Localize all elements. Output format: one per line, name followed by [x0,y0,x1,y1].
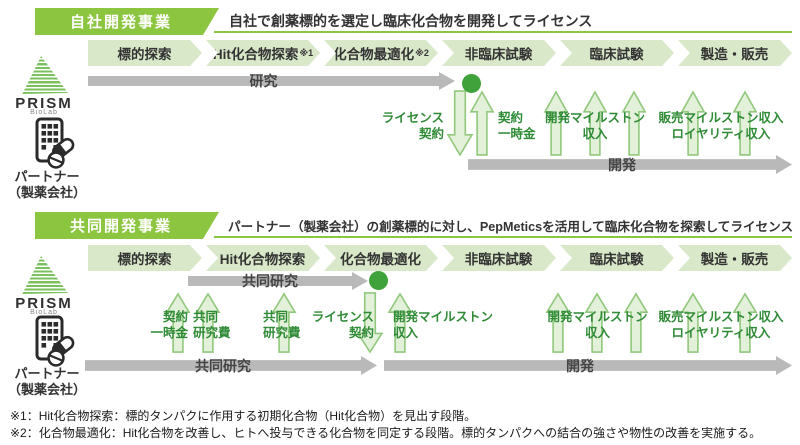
dev-milestone-up-arrow-icon [546,293,570,353]
upfront-payment-label: 契約 一時金 [498,111,536,141]
prism-logo-icon [22,256,68,294]
sales-milestone-up-arrow-icon [733,91,757,156]
dev-milestone-label: 開発マイルストン 収入 [393,310,494,340]
gray-arrow-shape [468,155,792,174]
gray-arrow-shape [384,356,792,375]
stage-target-discovery: 標的探索 [88,245,202,271]
joint-research-fee-label: 共同 研究費 [193,310,231,340]
section2-description: パートナー（製薬会社）の創薬標的に対し、PepMeticsを活用して臨床化合物を… [228,220,794,234]
partner-building-icon [35,315,75,367]
prism-logo-text: PRISM [15,295,73,312]
stage-target-discovery: 標的探索 [88,40,202,66]
development-phase-label: 開発 [566,357,594,374]
prism-logo-text: PRISM [15,95,73,112]
stage-preclinical: 非臨床試験 [442,40,556,66]
partner-building-icon [35,117,75,169]
joint-research-top-arrow: 共同研究 [188,272,368,290]
license-contract-label: ライセンス 契約 [381,111,444,141]
dev-milestone-label: 開発マイルストン 収入 [544,111,645,141]
section1-badge: 自社開発事業 [35,8,219,35]
research-phase-arrow: 研究 [88,72,455,90]
stage-hit-discovery: Hit化合物探索※1 [206,40,320,66]
license-point-dot [369,271,388,290]
joint-research-top-label: 共同研究 [242,273,298,289]
stage-hit-discovery: Hit化合物探索 [206,245,320,271]
development-phase-arrow: 開発 [468,155,792,174]
joint-research-fee-label: 共同 研究費 [263,310,301,340]
stage-compound-optimization: 化合物最適化 [324,245,438,271]
section1-description: 自社で創薬標的を選定し臨床化合物を開発してライセンス [229,13,593,29]
prism-logo-icon [22,56,68,94]
section2-pipeline-ribbon: 標的探索 Hit化合物探索 化合物最適化 非臨床試験 臨床試験 製造・販売 [88,245,792,271]
prism-logo-subtext: BioLab [30,109,58,116]
upfront-payment-label: 契約 一時金 [150,310,188,340]
license-point-dot [462,74,481,93]
sales-milestone-label: 販売マイルストン収入 ロイヤリティ収入 [658,310,784,340]
development-phase-label: 開発 [608,156,636,173]
footnote-1: ※1：Hit化合物探索：標的タンパクに作用する初期化合物（Hit化合物）を見出す… [10,409,477,423]
section1-pipeline-ribbon: 標的探索 Hit化合物探索※1 化合物最適化※2 非臨床試験 臨床試験 製造・販… [88,40,792,66]
sales-milestone-up-arrow-icon [681,293,705,353]
stage-clinical: 臨床試験 [560,245,674,271]
dev-milestone-up-arrow-icon [388,293,412,353]
dev-milestone-up-arrow-icon [583,91,607,156]
stage-clinical: 臨床試験 [560,40,674,66]
research-phase-label: 研究 [249,73,278,89]
gray-arrow-shape [88,72,455,90]
dev-milestone-up-arrow-icon [544,91,568,156]
dev-milestone-up-arrow-icon [585,293,609,353]
stage-compound-optimization: 化合物最適化※2 [324,40,438,66]
sales-milestone-label: 販売マイルストン収入 ロイヤリティ収入 [658,111,784,141]
section2-badge: 共同開発事業 [35,212,219,239]
license-down-arrow-icon [357,292,383,353]
dev-milestone-up-arrow-icon [622,91,646,156]
joint-research-bottom-label: 共同研究 [195,357,251,374]
partner-label: パートナー （製薬会社） [7,169,86,200]
sales-milestone-up-arrow-icon [681,91,705,156]
section2-underline [214,236,792,238]
joint-research-fee-up-arrow-icon [272,293,296,353]
dev-milestone-label: 開発マイルストン 収入 [547,310,648,340]
sales-milestone-up-arrow-icon [733,293,757,353]
stage-manufacturing-sales: 製造・販売 [678,245,792,271]
dev-milestone-up-arrow-icon [624,293,648,353]
section1-underline [214,31,792,33]
footnote-2: ※2：化合物最適化：Hit化合物を改善し、ヒトへ投与できる化合物を同定する段階。… [10,426,762,440]
joint-research-fee-up-arrow-icon [196,293,220,353]
license-contract-label: ライセンス 契約 [311,310,374,340]
development-phase-arrow: 開発 [384,356,792,375]
upfront-payment-up-arrow-icon [166,293,190,353]
prism-logo-subtext: BioLab [30,309,58,316]
upfront-payment-up-arrow-icon [470,91,494,156]
gray-arrow-shape [188,272,368,290]
stage-manufacturing-sales: 製造・販売 [678,40,792,66]
stage-preclinical: 非臨床試験 [442,245,556,271]
gray-arrow-shape [85,356,377,375]
license-down-arrow-icon [447,90,473,156]
partner-label: パートナー （製薬会社） [7,366,86,397]
joint-research-bottom-arrow: 共同研究 [85,356,377,375]
